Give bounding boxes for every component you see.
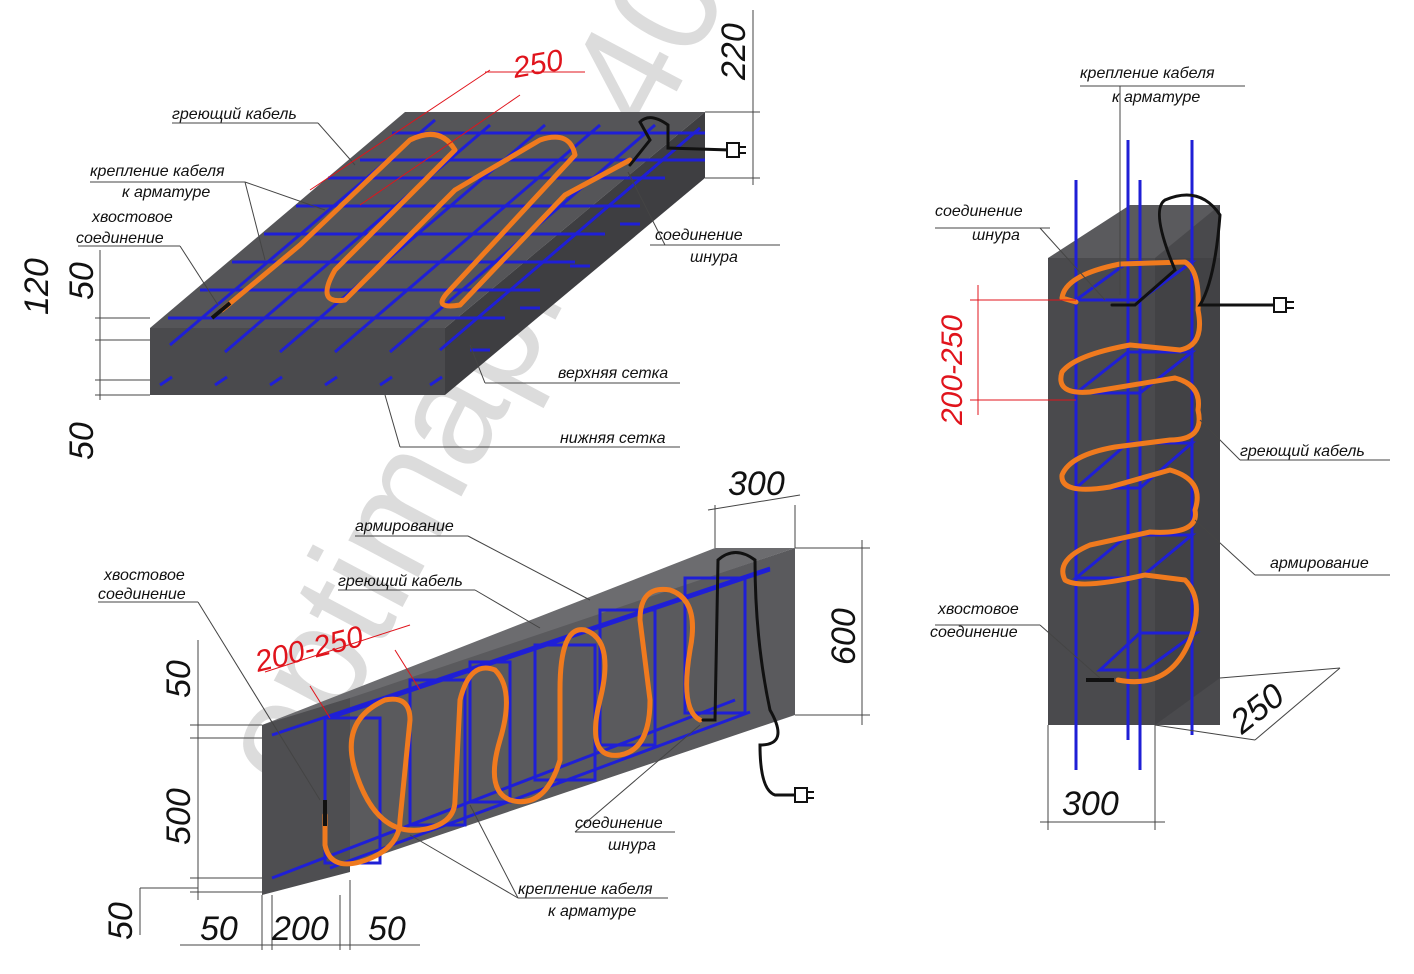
column-heating-cable-label: греющий кабель — [1240, 443, 1365, 460]
slab-plug-icon — [726, 142, 746, 158]
column-diagram: крепление кабеля к арматуре соединение ш… — [930, 65, 1390, 830]
beam-tail-label-1: хвостовое — [103, 567, 185, 584]
beam-cable-fix-label-1: крепление кабеля — [518, 881, 653, 898]
column-tail-label-2: соединение — [930, 624, 1018, 641]
slab-heating-cable — [219, 131, 633, 313]
slab-heating-cable-label: греющий кабель — [172, 106, 297, 123]
beam-heating-cable — [322, 586, 703, 867]
slab-tail-connection — [210, 301, 232, 320]
column-reinforcement-label: армирование — [1270, 555, 1369, 572]
beam-top-face — [262, 548, 795, 725]
slab-cord-label-2: шнура — [690, 249, 738, 266]
slab-total-dim: 120 — [18, 258, 56, 315]
slab-bottom-dim: 50 — [63, 422, 101, 460]
slab-height-dim: 220 — [715, 23, 753, 81]
column-cord-label-1: соединение — [935, 203, 1023, 220]
beam-bottom-dim: 50 — [102, 902, 140, 940]
column-plug-icon — [1273, 297, 1294, 313]
beam-end-face — [262, 698, 350, 895]
slab-bottom-mesh-label: нижняя сетка — [560, 430, 666, 447]
column-depth-dim: 250 — [1223, 676, 1292, 742]
slab-cable-fix-label-2: к арматуре — [122, 184, 210, 201]
slab-side-face — [445, 112, 705, 395]
column-spacing-dim: 200-250 — [936, 315, 969, 426]
column-side-face — [1155, 205, 1220, 725]
beam-height-dim: 600 — [825, 608, 863, 665]
beam-width-right-dim: 50 — [368, 910, 406, 948]
slab-cord-label-1: соединение — [655, 227, 743, 244]
column-width-dim: 300 — [1062, 785, 1119, 823]
slab-cable-fix-label-1: крепление кабеля — [90, 163, 225, 180]
beam-reinforcement-label: армирование — [355, 518, 454, 535]
slab-power-cord — [628, 116, 732, 167]
beam-mid-dim: 500 — [160, 788, 198, 845]
beam-cord-label-2: шнура — [608, 837, 656, 854]
beam-width-mid-dim: 200 — [271, 910, 329, 948]
beam-depth-dim: 300 — [728, 465, 785, 503]
beam-power-cord — [701, 551, 800, 797]
slab-top-mesh-label: верхняя сетка — [558, 365, 668, 382]
beam-top-dim: 50 — [160, 660, 198, 698]
column-stirrups — [1071, 260, 1201, 672]
beam-diagram: армирование греющий кабель хвостовое сое… — [98, 465, 870, 950]
slab-tail-label-1: хвостовое — [91, 209, 173, 226]
beam-plug-icon — [794, 787, 814, 803]
column-cable-fix-label-2: к арматуре — [1112, 89, 1200, 106]
column-cord-label-2: шнура — [972, 227, 1020, 244]
column-heating-cable — [1058, 259, 1202, 685]
column-cable-fix-label-1: крепление кабеля — [1080, 65, 1215, 82]
slab-diagram: греющий кабель крепление кабеля к армату… — [18, 10, 780, 460]
slab-bottom-mesh — [159, 222, 640, 387]
column-tail-label-1: хвостовое — [937, 601, 1019, 618]
slab-top-dim: 50 — [63, 262, 101, 300]
column-power-cord — [1110, 193, 1280, 307]
beam-front-face — [262, 548, 795, 895]
beam-heating-cable-label: греющий кабель — [338, 573, 463, 590]
beam-cable-fix-label-2: к арматуре — [548, 903, 636, 920]
beam-width-left-dim: 50 — [200, 910, 238, 948]
beam-cord-label-1: соединение — [575, 815, 663, 832]
beam-tail-label-2: соединение — [98, 586, 186, 603]
slab-tail-label-2: соединение — [76, 230, 164, 247]
